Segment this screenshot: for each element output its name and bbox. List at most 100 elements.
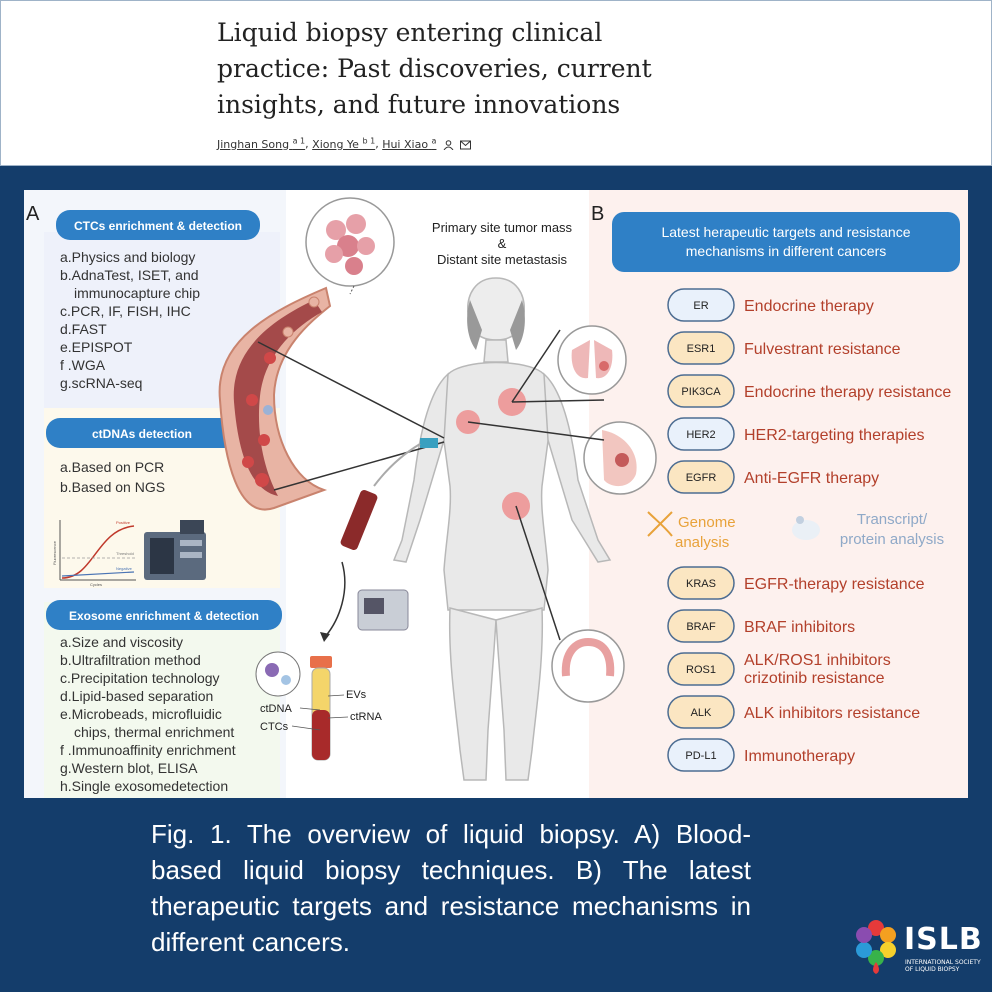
ctdna-label: ctDNA bbox=[260, 703, 292, 715]
ctc-heading: CTCs enrichment & detection bbox=[74, 219, 242, 233]
graph-xlabel: Cycles bbox=[90, 582, 102, 587]
process-arrow bbox=[323, 561, 346, 639]
target-tag-pill bbox=[667, 738, 735, 772]
ctdna-item: a.Based on PCR bbox=[60, 459, 164, 475]
target-label: ALK inhibitors resistance bbox=[744, 705, 920, 722]
target-tag-pill bbox=[667, 695, 735, 729]
center-title-line3: Distant site metastasis bbox=[437, 252, 568, 267]
target-tag: PD-L1 bbox=[685, 750, 716, 762]
target-item: ER Endocrine therapy bbox=[667, 288, 874, 322]
graph-ylabel: Fluorescence bbox=[52, 540, 57, 565]
exosome-circle bbox=[255, 651, 301, 697]
exosome-item: b.Ultrafiltration method bbox=[60, 652, 201, 668]
target-item: HER2 HER2-targeting therapies bbox=[667, 417, 925, 451]
panel-b-letter: B bbox=[591, 203, 604, 225]
target-label: HER2-targeting therapies bbox=[744, 427, 925, 444]
ctc-item: d.FAST bbox=[60, 321, 107, 337]
panel-b-background bbox=[589, 190, 968, 798]
panel-b-heading-line2: mechanisms in different cancers bbox=[686, 243, 887, 259]
ctdna-heading-box bbox=[46, 418, 238, 448]
target-tag: HER2 bbox=[686, 429, 715, 441]
target-tag-pill bbox=[667, 374, 735, 408]
author-link[interactable]: Jinghan Song a 1 bbox=[217, 136, 306, 151]
envelope-icon[interactable] bbox=[460, 140, 472, 150]
overview-figure: A B CTCs enrichment & detection a.Physic… bbox=[24, 190, 968, 798]
target-tag: ALK bbox=[691, 707, 712, 719]
target-label: EGFR-therapy resistance bbox=[744, 576, 925, 593]
evs-label: EVs bbox=[346, 689, 367, 701]
logo-wordmark: ISLB bbox=[904, 922, 983, 957]
target-label: Endocrine therapy bbox=[744, 298, 874, 315]
target-label: Anti-EGFR therapy bbox=[744, 470, 879, 487]
target-tag-pill bbox=[667, 460, 735, 494]
cell-icon bbox=[792, 520, 820, 540]
exosome-heading: Exosome enrichment & detection bbox=[69, 609, 259, 623]
ctrna-label: ctRNA bbox=[350, 711, 382, 723]
target-label: Fulvestrant resistance bbox=[744, 341, 901, 358]
target-item: PD-L1 Immunotherapy bbox=[667, 738, 855, 772]
author-link[interactable]: Hui Xiao a bbox=[382, 136, 437, 151]
target-tag: EGFR bbox=[686, 472, 717, 484]
target-item: KRAS EGFR-therapy resistance bbox=[667, 566, 925, 600]
target-item: PIK3CA Endocrine therapy resistance bbox=[667, 374, 951, 408]
target-tag-pill bbox=[667, 566, 735, 600]
exosome-item: f .Immunoaffinity enrichment bbox=[60, 742, 236, 758]
dna-icon bbox=[647, 511, 673, 537]
target-tag-pill bbox=[667, 652, 735, 686]
target-tag: PIK3CA bbox=[681, 386, 721, 398]
ctc-item: immunocapture chip bbox=[74, 285, 200, 301]
target-tag: ROS1 bbox=[686, 664, 716, 676]
exosome-heading-box bbox=[46, 600, 282, 630]
target-tag: ER bbox=[693, 300, 708, 312]
center-title-line2: & bbox=[498, 236, 507, 251]
paper-title: Liquid biopsy entering clinical practice… bbox=[217, 18, 652, 119]
blood-draw-line bbox=[340, 438, 438, 550]
connector-lines bbox=[257, 329, 605, 641]
ctc-item: f .WGA bbox=[60, 357, 106, 373]
exosome-item: chips, thermal enrichment bbox=[74, 724, 234, 740]
person-icon[interactable] bbox=[443, 139, 454, 150]
target-tag-pill bbox=[667, 609, 735, 643]
exosome-item: g.Western blot, ELISA bbox=[60, 760, 198, 776]
exosome-item: c.Precipitation technology bbox=[60, 670, 220, 686]
ctc-item: c.PCR, IF, FISH, IHC bbox=[60, 303, 191, 319]
panel-b-heading-box bbox=[612, 212, 960, 272]
lung-organ-circle bbox=[557, 325, 627, 395]
centrifuge-machine bbox=[357, 589, 409, 631]
threshold-label: Threshold bbox=[116, 551, 134, 556]
target-label-line2: crizotinib resistance bbox=[744, 670, 885, 687]
ctc-item: g.scRNA-seq bbox=[60, 375, 142, 391]
tube-labels: EVs ctDNA ctRNA CTCs bbox=[260, 689, 382, 733]
ctc-items: a.Physics and biology b.AdnaTest, ISET, … bbox=[60, 249, 200, 391]
center-title-line1: Primary site tumor mass bbox=[432, 220, 573, 235]
ctc-heading-box bbox=[56, 210, 260, 240]
sequencer-machine bbox=[144, 520, 206, 580]
panel-b-heading-line1: Latest herapeutic targets and resistance bbox=[661, 224, 910, 240]
author-link[interactable]: Xiong Ye b 1 bbox=[312, 136, 376, 151]
ctcs-label: CTCs bbox=[260, 721, 289, 733]
exosome-item: e.Microbeads, microfluidic bbox=[60, 706, 222, 722]
target-label: Immunotherapy bbox=[744, 748, 855, 765]
target-label: ALK/ROS1 inhibitors bbox=[744, 652, 891, 669]
target-tag-pill bbox=[667, 288, 735, 322]
author-list: Jinghan Song a 1, Xiong Ye b 1, Hui Xiao… bbox=[217, 136, 472, 151]
transcript-line1: Transcript/ bbox=[857, 511, 928, 528]
transcript-line2: protein analysis bbox=[840, 531, 944, 548]
genome-line2: analysis bbox=[675, 534, 729, 551]
target-label: Endocrine therapy resistance bbox=[744, 384, 951, 401]
target-tag: BRAF bbox=[686, 621, 716, 633]
target-tag: KRAS bbox=[686, 578, 716, 590]
tumor-cell-cluster bbox=[305, 197, 395, 287]
transcript-analysis: Transcript/ protein analysis bbox=[792, 511, 944, 548]
positive-label: Positive bbox=[116, 520, 131, 525]
exosome-background bbox=[44, 602, 280, 798]
ctc-item: b.AdnaTest, ISET, and bbox=[60, 267, 199, 283]
exosome-item: d.Lipid-based separation bbox=[60, 688, 213, 704]
ctdna-heading: ctDNAs detection bbox=[92, 427, 192, 441]
